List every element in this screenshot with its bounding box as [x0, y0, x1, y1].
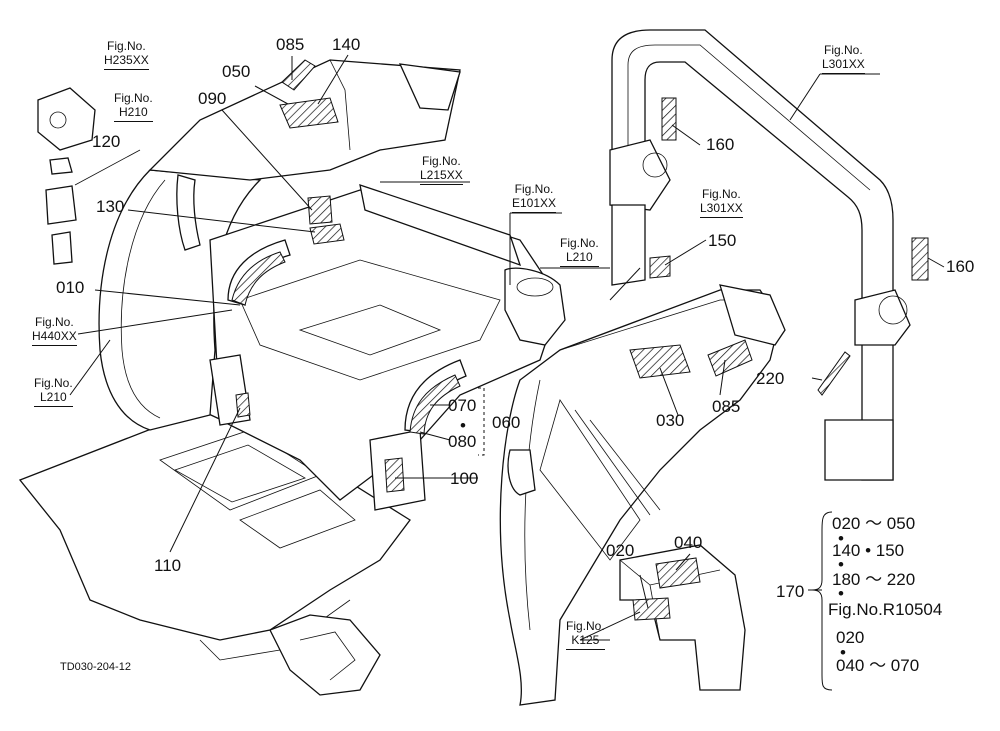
fig-ref-l210-left: Fig.No.L210 — [34, 376, 73, 407]
part-150: 150 — [708, 231, 737, 250]
note-line-2: 140 • 150 — [832, 541, 905, 560]
range-bracket — [478, 387, 485, 456]
part-160-top: 160 — [706, 135, 735, 154]
part-050: 050 — [222, 62, 251, 81]
note-line-6: 040 ～ 070 — [836, 656, 920, 675]
note-line-1: 020 ～ 050 — [832, 514, 916, 533]
note-line-3: 180 ～ 220 — [832, 570, 916, 589]
fig-ref-h235: Fig.No.H235XX — [104, 39, 149, 70]
part-100: 100 — [450, 469, 479, 488]
fig-ref-e101: Fig.No.E101XX — [512, 182, 557, 213]
part-220: 220 — [756, 369, 785, 388]
note-dot-3: • — [838, 584, 844, 603]
part-080: 080 — [448, 432, 477, 451]
part-085-right: 085 — [712, 397, 741, 416]
dot-070-080: • — [460, 416, 466, 435]
leader-lines — [69, 54, 945, 641]
part-110: 110 — [154, 556, 182, 575]
note-line-4: Fig.No.R10504 — [828, 600, 943, 619]
drawing-code: TD030-204-12 — [60, 661, 131, 673]
part-090: 090 — [198, 89, 227, 108]
fig-ref-l215: Fig.No.L215XX — [420, 154, 463, 185]
valve-fittings — [37, 87, 141, 265]
decals — [231, 59, 929, 621]
part-170: 170 — [776, 582, 805, 601]
notes-bracket — [811, 511, 833, 691]
right-fender — [499, 284, 786, 706]
part-130: 130 — [96, 197, 125, 216]
rops-frame — [609, 29, 911, 481]
fig-ref-h210: Fig.No.H210 — [114, 91, 153, 122]
part-160-right: 160 — [946, 257, 975, 276]
note-dot-4: • — [840, 643, 846, 662]
fig-ref-l210-right: Fig.No.L210 — [560, 236, 599, 267]
note-line-5: 020 — [836, 628, 865, 647]
fig-ref-h440: Fig.No.H440XX — [32, 315, 77, 346]
part-040: 040 — [674, 533, 703, 552]
part-120: 120 — [92, 132, 121, 151]
part-030: 030 — [656, 411, 685, 430]
part-140: 140 — [332, 35, 361, 54]
note-dot-2: • — [838, 555, 844, 574]
fig-ref-k125: Fig.No.K125 — [566, 619, 605, 650]
part-060: 060 — [492, 413, 521, 432]
note-dot-1: • — [838, 529, 844, 548]
fig-ref-l301-mid: Fig.No.L301XX — [700, 187, 743, 218]
part-070: 070 — [448, 396, 477, 415]
part-010: 010 — [56, 278, 85, 297]
fig-ref-l301-top: Fig.No.L301XX — [822, 43, 865, 74]
part-020: 020 — [606, 541, 635, 560]
part-085-top: 085 — [276, 35, 305, 54]
